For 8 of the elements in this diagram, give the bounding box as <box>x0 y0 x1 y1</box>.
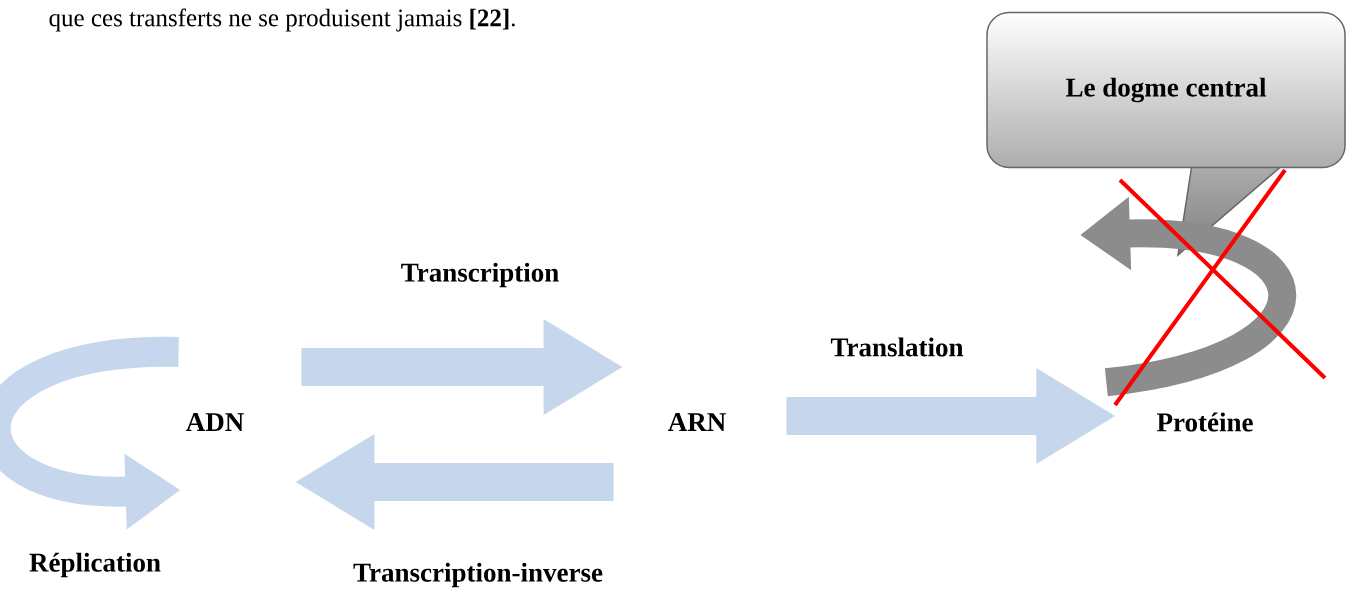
edge-label: Réplication <box>28 551 162 579</box>
edge-label: Transcription-inverse <box>352 561 604 589</box>
node-label: ARN <box>668 413 726 431</box>
node-label: Protéine <box>1157 412 1253 432</box>
body-text: que ces transferts ne se produisent jamais [22]. <box>49 8 515 32</box>
edge-label: Translation <box>829 336 965 358</box>
node-label: ADN <box>186 413 244 431</box>
edge-label: Transcription <box>399 261 561 289</box>
